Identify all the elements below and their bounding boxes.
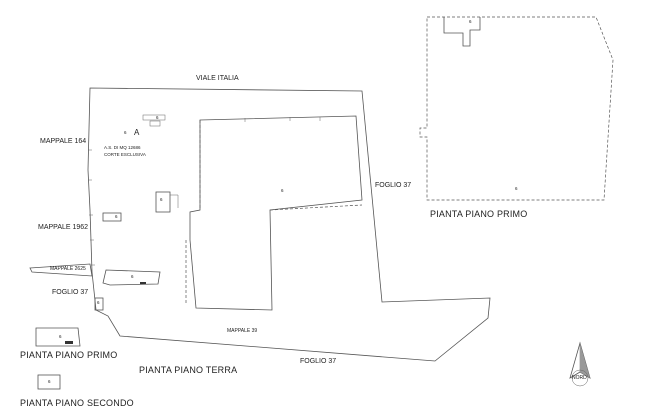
legend-plan-first-floor-mark: [65, 341, 73, 344]
marker-legend-first: 6: [59, 334, 62, 339]
label-mappale-2625: MAPPALE 2625: [50, 266, 86, 272]
label-area-note-1: A.S. DI MQ 12686: [104, 145, 141, 150]
marker-legend-second: 6: [48, 379, 51, 384]
marker-mid-structure: 6: [160, 197, 163, 202]
marker-gate: 6: [97, 300, 100, 305]
label-mappale-164: MAPPALE 164: [40, 138, 87, 145]
label-foglio-37-bottom: FOGLIO 37: [300, 358, 337, 365]
gate-structure: [94, 297, 104, 311]
north-arrow: [569, 341, 591, 387]
label-area-note-2: CORTE ESCLUSIVA: [104, 152, 146, 157]
first-floor-stair: [443, 17, 481, 47]
small-block-dark: [140, 282, 146, 284]
title-ground-floor-plan: PIANTA PIANO TERRA: [139, 365, 238, 375]
title-first-floor-plan: PIANTA PIANO PRIMO: [430, 209, 528, 219]
marker-top-structure: 6: [156, 115, 159, 120]
marker-long-structure: 6: [131, 274, 134, 279]
first-floor-outline: [419, 16, 614, 201]
small-structure-left: [102, 212, 122, 222]
marker-first-floor-top: 6: [469, 19, 472, 24]
label-area-a: A: [134, 128, 140, 137]
label-foglio-37-left: FOGLIO 37: [52, 289, 89, 296]
label-foglio-37-right: FOGLIO 37: [375, 182, 412, 189]
legend-first-floor-plan: PIANTA PIANO PRIMO: [20, 350, 118, 360]
mappale-2625-strip: [29, 263, 93, 277]
lot-boundary-ticks: [88, 149, 95, 266]
small-structure-mid-ext: [170, 194, 179, 208]
marker-first-floor: 6: [515, 186, 518, 191]
main-building-outline: [189, 115, 363, 311]
label-viale-italia: VIALE ITALIA: [196, 75, 239, 82]
main-building-dividers: [185, 120, 363, 305]
marker-main-building: 6: [281, 188, 284, 193]
small-structure-top-2: [149, 120, 161, 127]
marker-left-structure: 6: [115, 214, 118, 219]
marker-area-a: 6: [124, 130, 127, 135]
legend-second-floor-plan: PIANTA PIANO SECONDO: [20, 398, 134, 408]
legend-plan-second-floor: [37, 374, 61, 390]
long-structure: [102, 269, 161, 286]
north-arrow-label: NORD: [572, 375, 587, 381]
label-mappale-39: MAPPALE 39: [227, 328, 258, 334]
label-mappale-1962: MAPPALE 1962: [38, 224, 89, 231]
legend-plan-first-floor: [35, 327, 81, 347]
small-structure-mid: [155, 191, 171, 213]
main-building-ticks: [244, 117, 321, 122]
small-structure-top: [142, 114, 166, 121]
lot-boundary: [87, 87, 491, 362]
